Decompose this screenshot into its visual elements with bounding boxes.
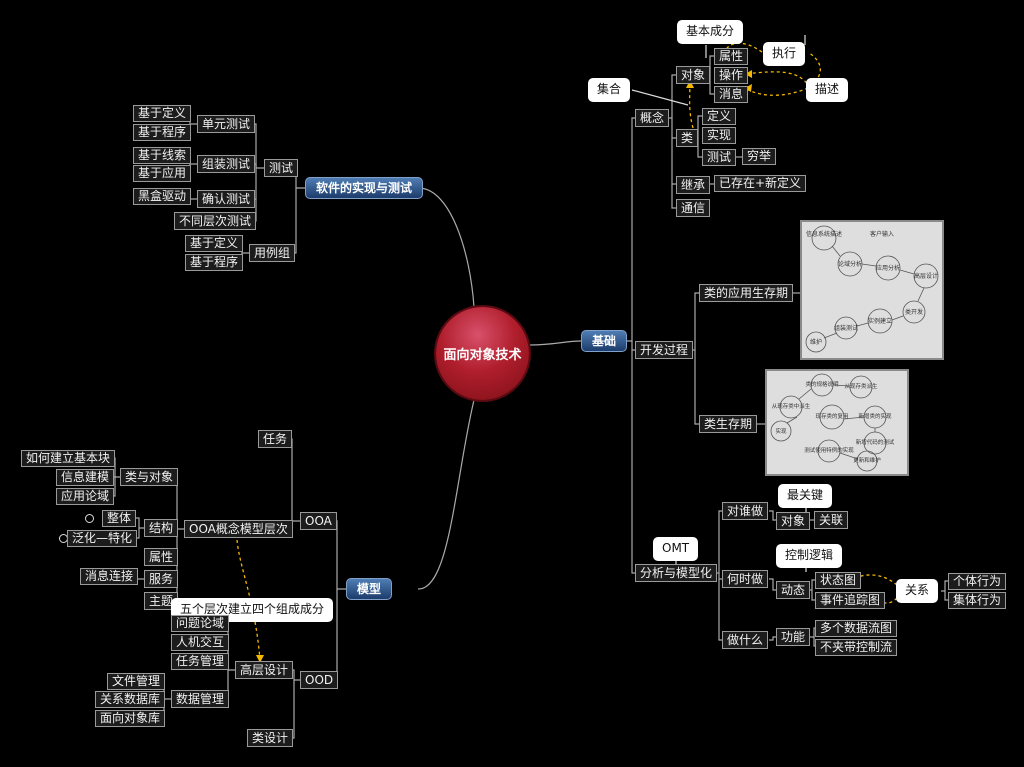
- class-lifecycle-diagram: 类的规格说明 从现存类派生 从现存类中派生 现存类的复用 新增类的实现 实现 新…: [765, 369, 909, 476]
- node-class-design[interactable]: 类设计: [247, 729, 294, 747]
- node-message-conn[interactable]: 消息连接: [80, 568, 139, 585]
- callout-basic-component: 基本成分: [677, 20, 744, 44]
- expand-icon[interactable]: [85, 514, 94, 523]
- node-rdb[interactable]: 关系数据库: [95, 691, 166, 708]
- node-unit-def[interactable]: 基于定义: [133, 105, 192, 122]
- node-exhaust[interactable]: 穷举: [742, 148, 777, 165]
- node-assembly-thread[interactable]: 基于线索: [133, 147, 192, 164]
- node-when[interactable]: 何时做: [722, 570, 769, 588]
- node-object[interactable]: 对象: [676, 66, 711, 84]
- node-class-def[interactable]: 定义: [702, 108, 737, 125]
- node-event-trace[interactable]: 事件追踪图: [815, 592, 886, 609]
- d1-instance: 实例建立: [868, 317, 892, 325]
- node-hci[interactable]: 人机交互: [171, 634, 230, 651]
- d2-derive2: 从现存类中派生: [772, 402, 811, 410]
- callout-omt: OMT: [653, 537, 699, 561]
- node-concept[interactable]: 概念: [635, 109, 670, 127]
- node-info-model[interactable]: 信息建模: [56, 469, 115, 486]
- d2-newimpl: 新增类的实现: [858, 412, 892, 420]
- node-problem-domain[interactable]: 问题论域: [171, 615, 230, 632]
- node-usecase[interactable]: 用例组: [249, 244, 296, 262]
- node-ooa-layers[interactable]: OOA概念模型层次: [184, 520, 293, 538]
- node-oodb[interactable]: 面向对象库: [95, 710, 166, 727]
- node-operation[interactable]: 操作: [714, 67, 749, 84]
- node-usecase-def[interactable]: 基于定义: [185, 235, 244, 252]
- d2-impl: 实现: [775, 427, 787, 435]
- node-no-control[interactable]: 不夹带控制流: [815, 639, 898, 656]
- node-attribute[interactable]: 属性: [714, 48, 749, 65]
- node-file-mgmt[interactable]: 文件管理: [107, 673, 166, 690]
- node-usecase-prog[interactable]: 基于程序: [185, 254, 244, 271]
- node-association[interactable]: 关联: [814, 511, 849, 529]
- node-message[interactable]: 消息: [714, 86, 749, 103]
- branch-basics[interactable]: 基础: [581, 330, 628, 352]
- node-service[interactable]: 服务: [144, 570, 179, 588]
- node-data-mgmt[interactable]: 数据管理: [171, 690, 230, 708]
- d2-update: 更新和维护: [853, 456, 881, 464]
- node-dynamic[interactable]: 动态: [776, 581, 811, 599]
- node-class-impl[interactable]: 实现: [702, 127, 737, 144]
- node-generalize[interactable]: 泛化—特化: [67, 530, 138, 547]
- branch-software-testing[interactable]: 软件的实现与测试: [305, 177, 424, 199]
- node-testing[interactable]: 测试: [264, 159, 299, 177]
- node-app-domain[interactable]: 应用论域: [56, 488, 115, 505]
- d1-classdev: 类开发: [905, 308, 923, 316]
- d2-derive: 从现存类派生: [844, 382, 878, 390]
- node-task-mgmt[interactable]: 任务管理: [171, 653, 230, 670]
- node-task[interactable]: 任务: [258, 430, 293, 448]
- node-unit-prog[interactable]: 基于程序: [133, 124, 192, 141]
- central-topic[interactable]: 面向对象技术: [436, 307, 529, 400]
- node-omt-object[interactable]: 对象: [776, 512, 811, 530]
- callout-relation: 关系: [896, 579, 939, 603]
- node-ood[interactable]: OOD: [300, 671, 339, 689]
- callout-describe: 描述: [806, 78, 849, 102]
- d2-reuse: 现存类的复用: [815, 412, 848, 420]
- node-blackbox[interactable]: 黑盒驱动: [133, 188, 192, 205]
- node-ooa[interactable]: OOA: [300, 512, 337, 530]
- node-build-block[interactable]: 如何建立基本块: [21, 450, 116, 467]
- node-assembly-test[interactable]: 组装测试: [197, 155, 256, 173]
- node-level-test[interactable]: 不同层次测试: [174, 212, 257, 230]
- node-state-diagram[interactable]: 状态图: [815, 572, 862, 589]
- d1-maintain: 维护: [810, 338, 822, 346]
- d1-customer: 客户输入: [870, 230, 894, 238]
- d1-appanalysis: 应用分析: [876, 264, 900, 272]
- node-dev-process[interactable]: 开发过程: [635, 341, 694, 359]
- node-what[interactable]: 做什么: [722, 631, 769, 649]
- node-dataflow[interactable]: 多个数据流图: [815, 620, 898, 637]
- callout-most-key: 最关键: [778, 484, 833, 508]
- node-whole[interactable]: 整体: [102, 510, 137, 527]
- node-class-lifecycle[interactable]: 类生存期: [699, 415, 758, 433]
- d2-specialtest: 测试使用特例的实现: [804, 446, 854, 454]
- node-ooa-attribute[interactable]: 属性: [144, 548, 179, 566]
- app-lifecycle-diagram: 信息系统描述 客户输入 论域分析 应用分析 高层设计 类开发 实例建立 组装测试…: [800, 220, 944, 360]
- node-structure[interactable]: 结构: [144, 519, 179, 537]
- d2-spec: 类的规格说明: [805, 380, 839, 388]
- callout-execute: 执行: [763, 42, 806, 66]
- node-communication[interactable]: 通信: [676, 199, 711, 217]
- node-class-test[interactable]: 测试: [702, 149, 737, 166]
- node-unit-test[interactable]: 单元测试: [197, 115, 256, 133]
- node-app-lifecycle[interactable]: 类的应用生存期: [699, 284, 794, 302]
- node-inherit-detail[interactable]: 已存在+新定义: [714, 175, 807, 192]
- callout-collection: 集合: [588, 78, 631, 102]
- callout-control-logic: 控制逻辑: [776, 544, 843, 568]
- node-assembly-app[interactable]: 基于应用: [133, 165, 192, 182]
- node-confirm-test[interactable]: 确认测试: [197, 190, 256, 208]
- node-for-whom[interactable]: 对谁做: [722, 502, 769, 520]
- node-inherit[interactable]: 继承: [676, 176, 711, 194]
- node-function[interactable]: 功能: [776, 628, 811, 646]
- branch-model[interactable]: 模型: [346, 578, 393, 600]
- d2-newtest: 新增代码的测试: [856, 438, 895, 446]
- node-individual[interactable]: 个体行为: [948, 573, 1007, 590]
- node-high-design[interactable]: 高层设计: [235, 661, 294, 679]
- d1-domain: 论域分析: [838, 260, 862, 268]
- d1-info: 信息系统描述: [806, 230, 842, 238]
- node-class[interactable]: 类: [676, 129, 699, 147]
- d1-assembly: 组装测试: [834, 324, 858, 332]
- node-collective[interactable]: 集体行为: [948, 592, 1007, 609]
- node-analysis-model[interactable]: 分析与模型化: [635, 564, 718, 582]
- node-class-object[interactable]: 类与对象: [120, 468, 179, 486]
- d1-highdesign: 高层设计: [914, 272, 938, 280]
